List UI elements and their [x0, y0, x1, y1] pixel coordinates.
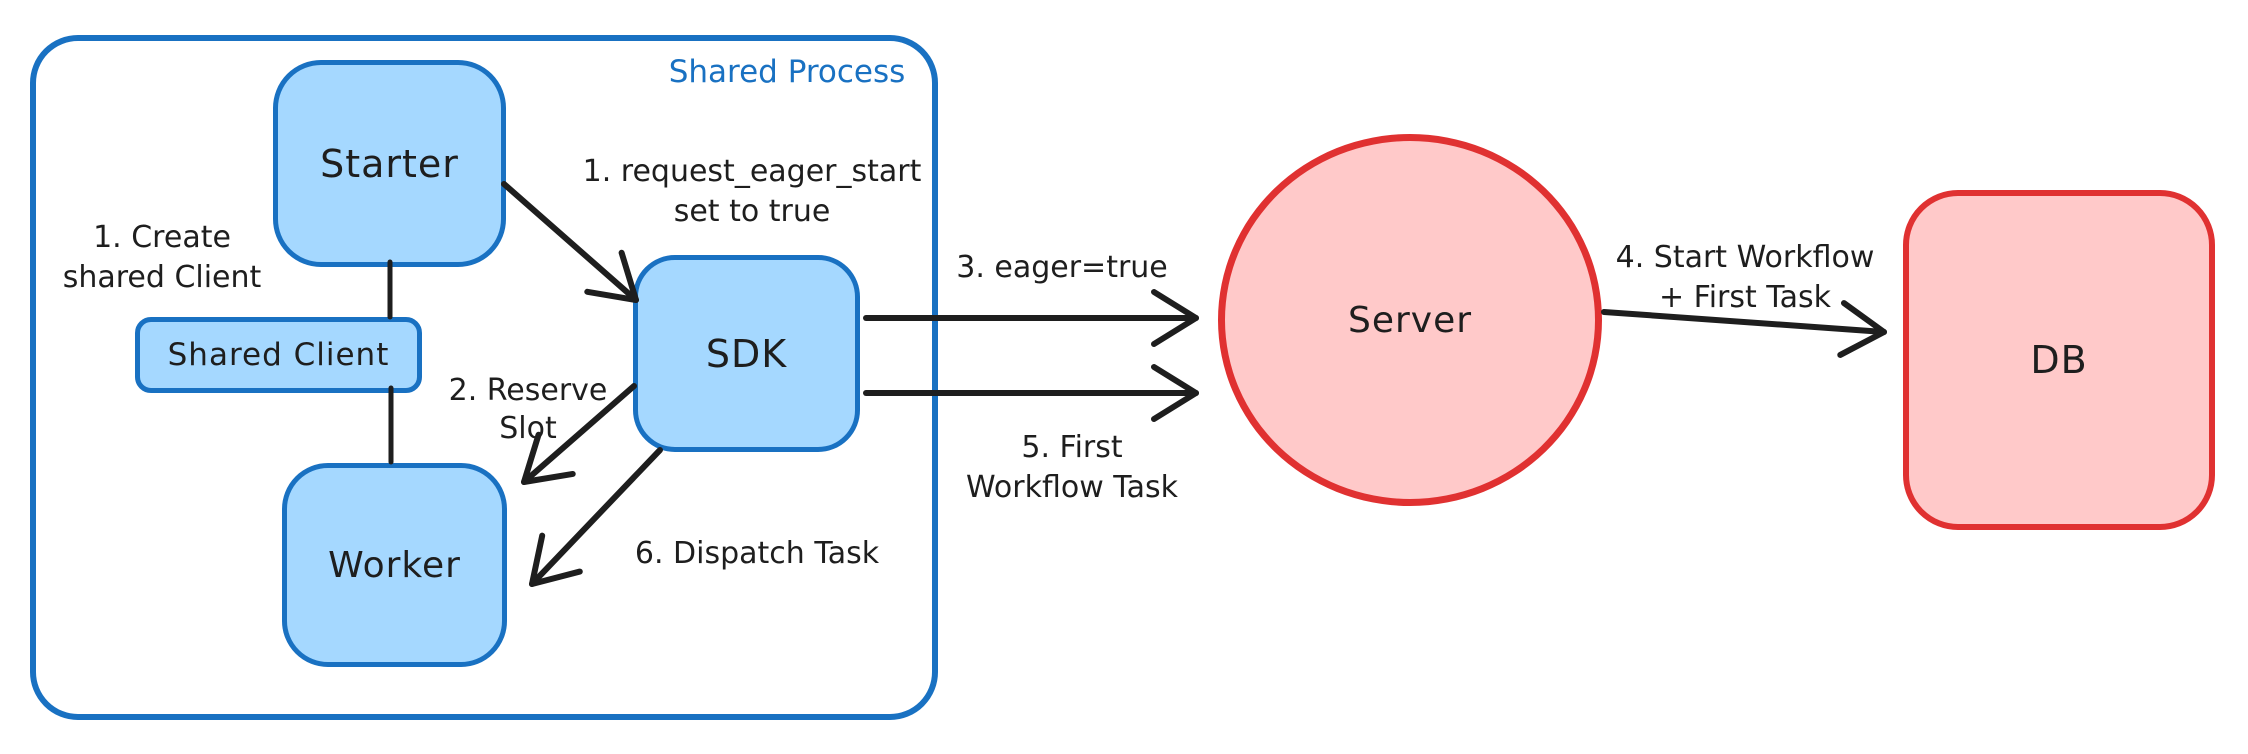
- server-node: Server: [1218, 134, 1602, 506]
- annotation-request-eager-start: 1. request_eager_start set to true: [583, 152, 922, 232]
- annotation-request-eager-start-line2: set to true: [673, 194, 831, 229]
- annotation-reserve-slot: 2. Reserve Slot: [449, 372, 608, 448]
- db-label: DB: [2030, 338, 2088, 382]
- server-label: Server: [1347, 299, 1473, 341]
- annotation-reserve-slot-line1: 2. Reserve: [448, 373, 608, 408]
- worker-node: Worker: [282, 463, 507, 667]
- annotation-create-shared-client-line1: 1. Create: [93, 220, 231, 255]
- annotation-first-workflow-task-line1: 5. First: [1021, 430, 1123, 465]
- db-node: DB: [1903, 190, 2215, 530]
- annotation-create-shared-client: 1. Create shared Client: [63, 218, 262, 298]
- annotation-dispatch-task: 6. Dispatch Task: [634, 536, 880, 571]
- annotation-request-eager-start-line1: 1. request_eager_start: [582, 154, 922, 189]
- annotation-first-workflow-task-line2: Workflow Task: [965, 470, 1179, 505]
- annotation-start-workflow-first-task: 4. Start Workflow + First Task: [1616, 238, 1875, 318]
- shared-client-label: Shared Client: [167, 337, 390, 373]
- worker-label: Worker: [328, 544, 461, 586]
- shared-process-container: [30, 35, 938, 720]
- annotation-first-workflow-task: 5. First Workflow Task: [966, 428, 1178, 508]
- starter-node: Starter: [273, 60, 506, 267]
- shared-client-node: Shared Client: [135, 317, 422, 393]
- shared-process-label: Shared Process: [668, 54, 906, 90]
- annotation-create-shared-client-line2: shared Client: [62, 260, 262, 295]
- annotation-start-workflow-line1: 4. Start Workflow: [1615, 240, 1875, 275]
- annotation-eager-true: 3. eager=true: [956, 250, 1168, 285]
- annotation-reserve-slot-line2: Slot: [499, 411, 557, 446]
- annotation-start-workflow-line2: + First Task: [1658, 280, 1832, 315]
- starter-label: Starter: [320, 141, 459, 186]
- sdk-label: SDK: [705, 331, 788, 376]
- sdk-node: SDK: [633, 255, 860, 452]
